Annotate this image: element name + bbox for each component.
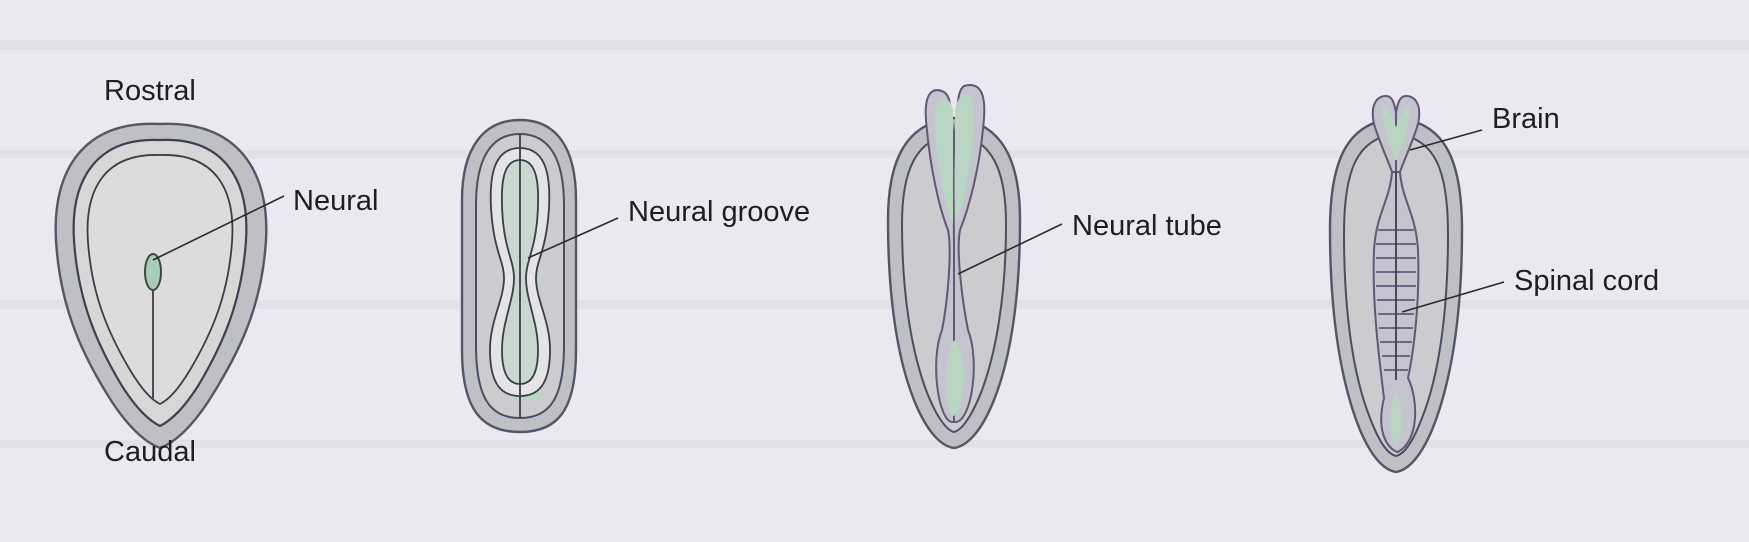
embryo-stage-3 xyxy=(886,84,1022,450)
neural-tube-green-right xyxy=(955,94,974,226)
leader-neural-groove xyxy=(527,217,619,259)
label-caudal: Caudal xyxy=(104,436,196,468)
embryo-stage-1 xyxy=(54,122,268,450)
label-spinal-cord: Spinal cord xyxy=(1514,265,1659,297)
neural-tube-green-caudal xyxy=(945,340,964,417)
spinal-cord-green-caudal xyxy=(1390,392,1402,446)
leader-neural xyxy=(152,195,285,261)
embryo-stage-4 xyxy=(1328,94,1464,474)
background-texture xyxy=(0,40,1749,448)
label-neural-groove: Neural groove xyxy=(628,196,810,228)
leader-spinal-cord xyxy=(1401,281,1505,313)
label-rostral: Rostral xyxy=(104,75,196,107)
leader-brain xyxy=(1409,129,1483,151)
embryo-stage-2 xyxy=(460,118,578,434)
label-neural-tube: Neural tube xyxy=(1072,210,1222,242)
brain-green xyxy=(1382,104,1410,160)
label-neural: Neural xyxy=(293,185,378,217)
label-brain: Brain xyxy=(1492,103,1560,135)
leader-lines xyxy=(152,129,1505,313)
leader-neural-tube xyxy=(957,223,1063,275)
labels: Rostral Caudal Neural Neural groove Neur… xyxy=(104,75,1659,468)
neural-tube-green-left xyxy=(934,98,953,226)
